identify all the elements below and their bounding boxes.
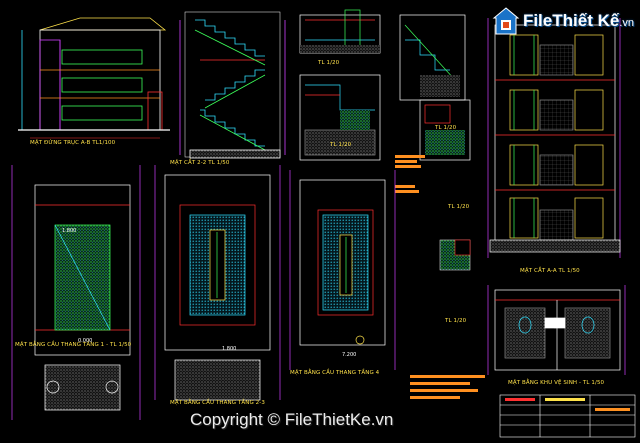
logo-brand-2: Thiết Kế (552, 11, 620, 30)
label-detail-4: TL 1/20 (448, 204, 470, 210)
label-section-aa: MẶT CẮT A-A TL 1/50 (520, 268, 580, 274)
label-plan-stair-3: MẶT BẰNG CẦU THANG TẦNG 4 (290, 370, 380, 376)
logo-tld: .vn (619, 17, 634, 29)
annotation-blocks (395, 155, 471, 271)
logo-house-icon (492, 6, 520, 36)
label-stair-section: MẶT CẮT 2-2 TL 1/50 (170, 160, 230, 166)
title-block (410, 375, 636, 438)
stair-plan-2 (154, 165, 281, 401)
stair-plan-3 (289, 170, 396, 370)
label-elevation: MẶT ĐỨNG TRỤC A-B TL1/100 (30, 140, 116, 146)
label-detail-5: TL 1/20 (445, 318, 467, 324)
label-detail-3: TL 1/20 (435, 125, 457, 131)
stair-section (179, 11, 286, 159)
wc-plan (487, 285, 626, 375)
label-plan-stair-1: MẶT BẰNG CẦU THANG TẦNG 1 - TL 1/50 (15, 342, 132, 348)
site-logo[interactable]: FileThiết Kế.vn (492, 6, 634, 36)
copyright-watermark: Copyright © FileThietKe.vn (190, 410, 394, 429)
level-marker-4: 7.200 (342, 352, 357, 358)
level-marker-1: 1.800 (62, 228, 77, 234)
logo-brand: File (522, 11, 553, 30)
logo-text: FileThiết Kế.vn (523, 11, 634, 31)
level-marker-3: 1.800 (222, 346, 237, 352)
step-detail (399, 14, 471, 161)
label-plan-wc: MẶT BẰNG KHU VỆ SINH - TL 1/50 (508, 380, 605, 386)
label-plan-stair-2: MẶT BẰNG CẦU THANG TẦNG 2-3 (170, 400, 265, 406)
section-aa (487, 18, 621, 258)
label-detail-1: TL 1/20 (318, 60, 340, 66)
label-detail-2: TL 1/20 (330, 142, 352, 148)
elevation-drawing (18, 17, 170, 139)
railing-details (299, 9, 381, 161)
level-marker-2: 0.000 (78, 338, 93, 344)
stair-plan-1 (11, 165, 141, 420)
